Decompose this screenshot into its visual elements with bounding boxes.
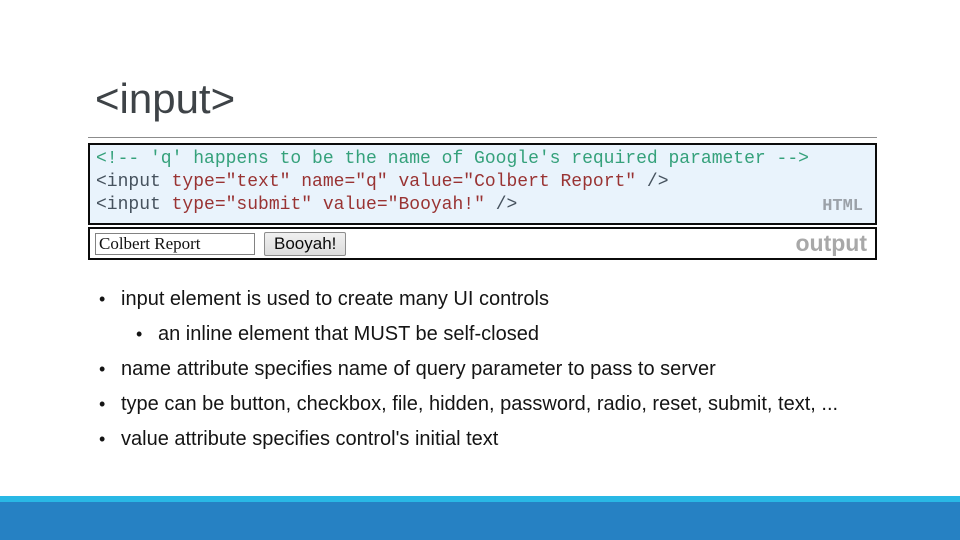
footer-accent-bar-light bbox=[0, 496, 960, 502]
code-tag: <input bbox=[96, 195, 172, 215]
query-text-input[interactable] bbox=[95, 232, 255, 255]
output-panel: Booyah! output bbox=[88, 227, 877, 260]
code-tag: <input bbox=[96, 172, 172, 192]
code-attributes: type="submit" value="Booyah!" bbox=[171, 195, 485, 215]
bullet-item: value attribute specifies control's init… bbox=[96, 425, 848, 453]
bullet-list: input element is used to create many UI … bbox=[96, 285, 848, 460]
code-tag-close: /> bbox=[484, 195, 518, 215]
bullet-item: input element is used to create many UI … bbox=[96, 285, 848, 313]
output-badge: output bbox=[795, 230, 867, 256]
code-line-input-text: <input type="text" name="q" value="Colbe… bbox=[96, 171, 869, 194]
code-comment: <!-- 'q' happens to be the name of Googl… bbox=[96, 149, 809, 169]
code-line-comment: <!-- 'q' happens to be the name of Googl… bbox=[96, 148, 869, 171]
code-attributes: type="text" name="q" value="Colbert Repo… bbox=[171, 172, 637, 192]
bullet-item: type can be button, checkbox, file, hidd… bbox=[96, 390, 848, 418]
footer-accent-bar-dark bbox=[0, 502, 960, 540]
code-line-input-submit: <input type="submit" value="Booyah!" /> bbox=[96, 194, 869, 217]
code-language-badge: HTML bbox=[822, 197, 863, 216]
title-divider bbox=[88, 137, 877, 138]
bullet-item: name attribute specifies name of query p… bbox=[96, 355, 848, 383]
code-tag-close: /> bbox=[636, 172, 669, 192]
html-code-block: <!-- 'q' happens to be the name of Googl… bbox=[88, 143, 877, 225]
page-title: <input> bbox=[95, 75, 236, 122]
submit-button[interactable]: Booyah! bbox=[264, 231, 347, 256]
bullet-subitem: an inline element that MUST be self-clos… bbox=[133, 320, 848, 348]
